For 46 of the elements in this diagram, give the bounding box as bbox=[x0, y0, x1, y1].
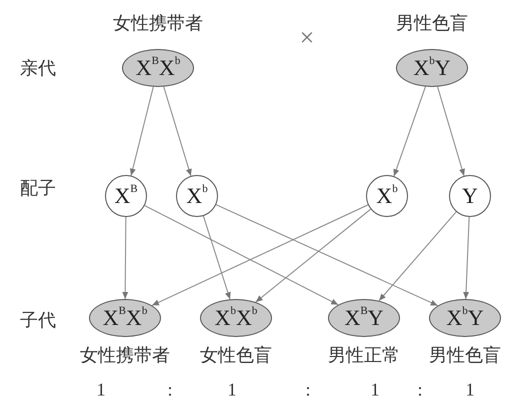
genotype-text: X$^{B}$X$^{b}$ bbox=[102, 307, 148, 329]
arrow bbox=[378, 211, 457, 302]
ratio-text: : bbox=[306, 380, 310, 400]
cross-symbol: × bbox=[300, 23, 314, 53]
row-label: 亲代 bbox=[20, 57, 56, 80]
gamete-circle bbox=[366, 175, 408, 217]
arrow bbox=[163, 86, 192, 176]
genotype-text: X$^{b}$ bbox=[376, 185, 398, 207]
genotype-ellipse bbox=[328, 299, 400, 337]
arrow bbox=[463, 216, 470, 300]
arrow bbox=[393, 86, 426, 177]
genotype-text: X$^{B}$X$^{b}$ bbox=[136, 57, 180, 79]
genotype-text: Y bbox=[462, 185, 478, 207]
genotype-ellipse bbox=[429, 299, 501, 337]
ratio-text: 1 bbox=[466, 380, 474, 400]
arrow bbox=[144, 205, 339, 306]
ratio-text: : bbox=[168, 380, 172, 400]
arrow bbox=[255, 208, 372, 303]
arrow bbox=[437, 86, 465, 176]
phenotype-label: 男性正常 bbox=[328, 344, 400, 367]
genotype-text: X$^{B}$ bbox=[114, 185, 138, 207]
ratio-text: 1 bbox=[96, 380, 106, 400]
ratio-text: 1 bbox=[228, 380, 236, 400]
gamete-circle bbox=[449, 175, 491, 217]
phenotype-label: 男性色盲 bbox=[429, 344, 501, 367]
genotype-ellipse bbox=[89, 299, 161, 337]
ratio-text: 1 bbox=[370, 380, 380, 400]
gamete-circle bbox=[105, 175, 147, 217]
arrow bbox=[202, 216, 231, 300]
genotype-text: X$^{b}$Y bbox=[446, 307, 484, 329]
row-label: 子代 bbox=[20, 309, 56, 332]
row-label: 配子 bbox=[20, 177, 56, 200]
phenotype-label: 女性携带者 bbox=[113, 12, 203, 35]
genotype-text: X$^{b}$Y bbox=[413, 57, 451, 79]
ratio-text: : bbox=[418, 380, 422, 400]
phenotype-label: 女性色盲 bbox=[200, 344, 272, 367]
arrow bbox=[122, 216, 128, 300]
arrow bbox=[130, 86, 154, 176]
arrow bbox=[152, 204, 368, 306]
genotype-text: X$^{b}$X$^{b}$ bbox=[214, 307, 258, 329]
phenotype-label: 女性携带者 bbox=[80, 344, 170, 367]
gamete-circle bbox=[176, 175, 218, 217]
genotype-text: X$^{b}$ bbox=[186, 185, 208, 207]
arrow bbox=[216, 204, 438, 306]
phenotype-label: 男性色盲 bbox=[396, 12, 468, 35]
genotype-text: X$^{B}$Y bbox=[344, 307, 384, 329]
